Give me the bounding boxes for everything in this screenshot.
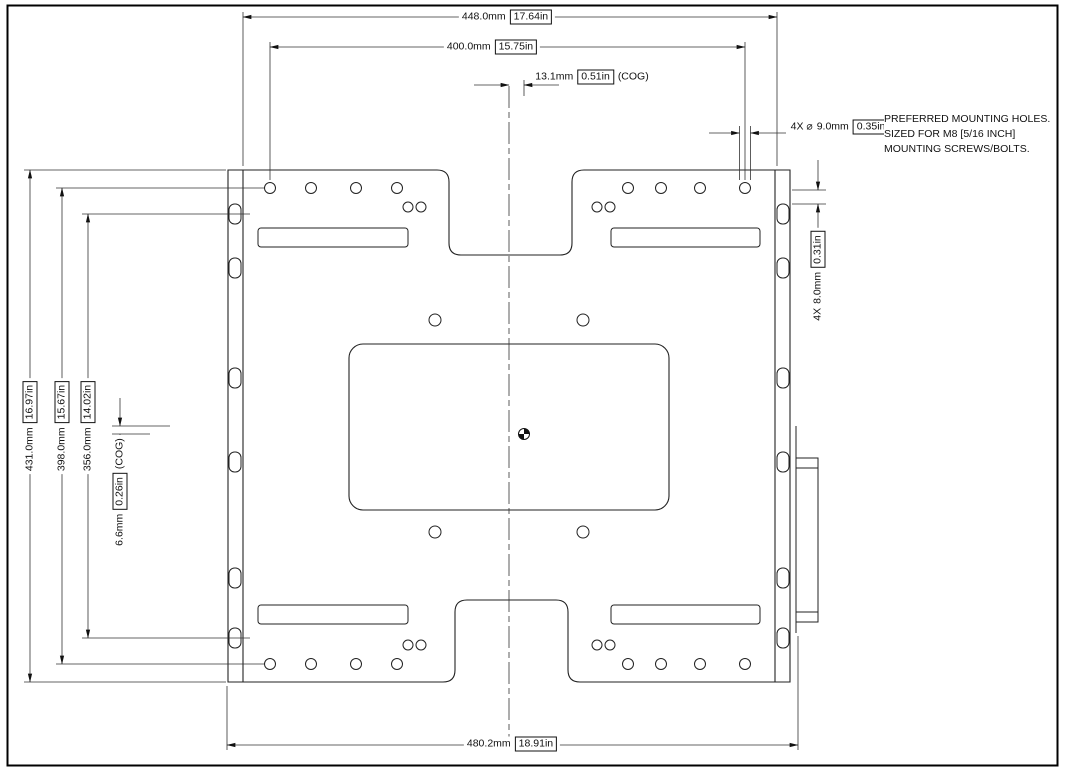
dim-mm-value: 13.1mm xyxy=(535,70,574,83)
dimension-lines xyxy=(24,12,826,750)
dim-mm-value: 431.0mm xyxy=(23,427,36,472)
note-line: PREFERRED MOUNTING HOLES. xyxy=(884,113,1051,125)
dim-mount-width: 400.0mm 15.75in xyxy=(443,39,541,55)
dim-inch-value: 15.75in xyxy=(494,39,538,55)
dim-hole-dia: 4X ⌀ 9.0mm 0.35in xyxy=(787,119,893,135)
mounting-note: PREFERRED MOUNTING HOLES. SIZED FOR M8 [… xyxy=(884,112,1051,157)
dim-mm-value: 398.0mm xyxy=(55,427,68,472)
dim-mm-value: 6.6mm xyxy=(113,513,126,546)
dim-inch-value: 16.97in xyxy=(22,380,38,424)
dim-inner-height: 356.0mm 14.02in xyxy=(80,377,96,475)
dim-suffix: (COG) xyxy=(113,438,126,470)
dim-mm-value: 8.0mm xyxy=(811,271,824,304)
cog-marker xyxy=(518,80,530,440)
dim-cog-x: 13.1mm 0.51in (COG) xyxy=(532,69,652,85)
dim-inch-value: 17.64in xyxy=(509,9,553,25)
dim-mm-value: 480.2mm xyxy=(466,737,511,750)
dim-suffix: (COG) xyxy=(617,70,649,83)
dim-mount-height: 398.0mm 15.67in xyxy=(54,377,70,475)
dim-mm-value: 356.0mm xyxy=(81,427,94,472)
dim-inch-value: 18.91in xyxy=(514,736,558,752)
mounting-holes xyxy=(264,182,751,670)
side-bracket xyxy=(795,426,819,633)
dim-inch-value: 0.51in xyxy=(577,69,614,85)
dim-hole-offset: 4X 8.0mm 0.31in xyxy=(810,228,826,324)
note-line: MOUNTING SCREWS/BOLTS. xyxy=(884,143,1030,155)
dim-base-width: 480.2mm 18.91in xyxy=(463,736,561,752)
dim-cog-y: 6.6mm 0.26in (COG) xyxy=(112,435,128,549)
dim-mm-value: 400.0mm xyxy=(446,40,491,53)
dim-inch-value: 0.26in xyxy=(112,473,128,510)
dim-mm-value: 9.0mm xyxy=(816,120,849,133)
side-hook-slots xyxy=(228,203,790,649)
dim-inch-value: 14.02in xyxy=(80,380,96,424)
adjustment-slots xyxy=(257,227,761,625)
dim-prefix: 4X xyxy=(811,307,824,321)
sheet-border xyxy=(6,4,1059,767)
dim-prefix: 4X ⌀ xyxy=(790,120,813,133)
dim-mm-value: 448.0mm xyxy=(461,10,506,23)
dim-overall-width: 448.0mm 17.64in xyxy=(458,9,556,25)
dim-overall-height: 431.0mm 16.97in xyxy=(22,377,38,475)
dim-inch-value: 15.67in xyxy=(54,380,70,424)
dim-inch-value: 0.31in xyxy=(810,231,826,268)
note-line: SIZED FOR M8 [5/16 INCH] xyxy=(884,128,1016,140)
